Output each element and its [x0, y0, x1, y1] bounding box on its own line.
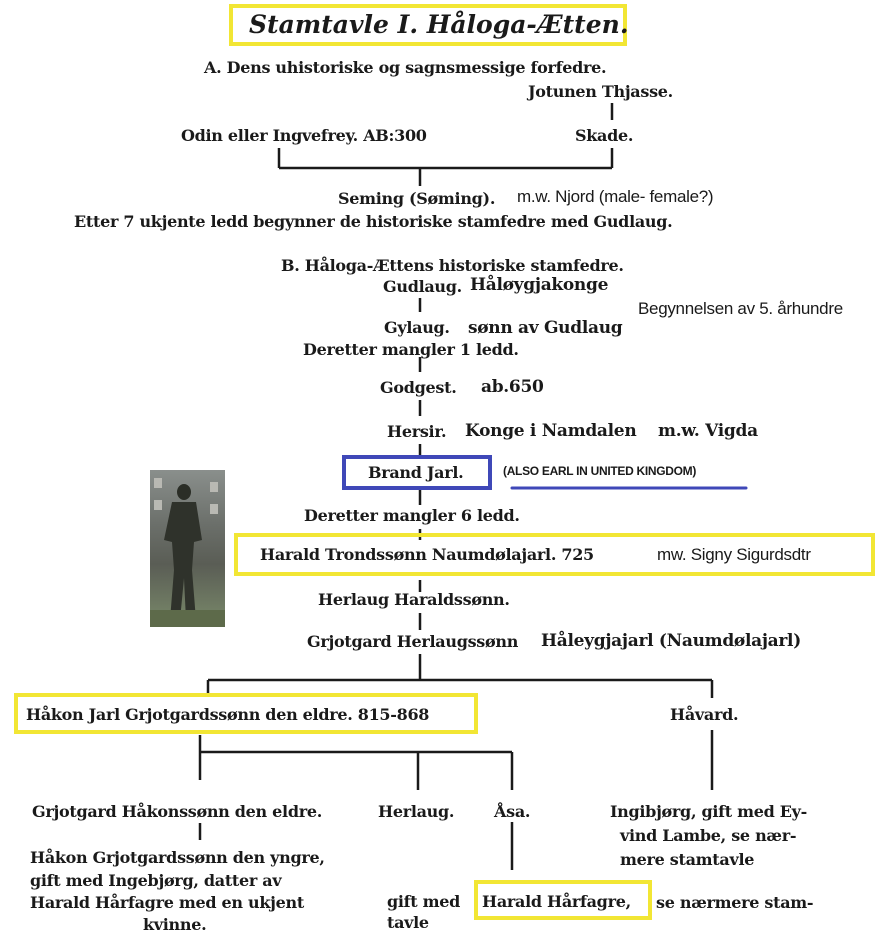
- node-herlaug: Herlaug.: [378, 802, 455, 821]
- node-seming: Seming (Søming).: [338, 189, 496, 208]
- tavle-label: tavle: [387, 913, 429, 932]
- node-harald-trondssonn: Harald Trondssønn Naumdølajarl. 725: [260, 545, 594, 564]
- section-b-heading: B. Håloga-Ættens historiske stamfedre.: [281, 256, 624, 275]
- node-asa: Åsa.: [494, 802, 531, 821]
- brand-note: (ALSO EARL IN UNITED KINGDOM): [503, 464, 697, 478]
- node-gudlaug: Gudlaug.: [383, 277, 462, 296]
- gylaug-note: sønn av Gudlaug: [468, 318, 623, 338]
- hakon-jarl-highlight-box: [14, 693, 478, 734]
- node-godgest: Godgest.: [380, 378, 457, 397]
- harald-harfagre-highlight-box: [474, 880, 652, 920]
- hakon-yngre-line-4: kvinne.: [143, 915, 207, 934]
- node-grjotgard-hakonssonn: Grjotgard Håkonssønn den eldre.: [32, 802, 322, 821]
- century-note: Begynnelsen av 5. århundre: [638, 299, 843, 318]
- page-title: Stamtavle I. Håloga-Ætten.: [249, 10, 629, 39]
- section-a-heading: A. Dens uhistoriske og sagnsmessige forf…: [204, 58, 607, 77]
- node-skade: Skade.: [575, 126, 634, 145]
- brand-jarl-highlight-box: [342, 455, 492, 490]
- statue-photo: [150, 470, 225, 627]
- ingibjorg-line-3: mere stamtavle: [620, 850, 755, 869]
- hakon-yngre-line-2: gift med Ingebjørg, datter av: [30, 871, 282, 890]
- hersir-note-king: Konge i Namdalen: [465, 421, 637, 441]
- transition-text: Etter 7 ukjente ledd begynner de histori…: [74, 212, 673, 231]
- seming-note: m.w. Njord (male- female?): [517, 187, 714, 206]
- missing-1-generation: Deretter mangler 1 ledd.: [303, 340, 519, 359]
- node-hersir: Hersir.: [387, 422, 447, 441]
- missing-6-generations: Deretter mangler 6 ledd.: [304, 506, 520, 525]
- node-harald-harfagre: Harald Hårfagre,: [482, 892, 631, 911]
- node-jotun-thjasse: Jotunen Thjasse.: [528, 82, 673, 101]
- see-family-tree-note: se nærmere stam-: [656, 893, 814, 912]
- gudlaug-note: Håløygjakonge: [470, 275, 609, 295]
- node-hakon-jarl: Håkon Jarl Grjotgardssønn den eldre. 815…: [26, 705, 430, 724]
- node-gylaug: Gylaug.: [384, 318, 450, 337]
- title-highlight-box: [229, 4, 627, 46]
- node-grjotgard-herlaugssonn: Grjotgard Herlaugssønn: [307, 632, 519, 651]
- hakon-yngre-line-3: Harald Hårfagre med en ukjent: [30, 893, 304, 912]
- hakon-yngre-line-1: Håkon Grjotgardssønn den yngre,: [30, 848, 325, 867]
- gift-med-label: gift med: [387, 892, 461, 911]
- hersir-note-spouse: m.w. Vigda: [658, 421, 758, 441]
- node-odin: Odin eller Ingvefrey. AB:300: [181, 126, 427, 145]
- node-brand-jarl: Brand Jarl.: [368, 463, 464, 482]
- node-herlaug-haraldssonn: Herlaug Haraldssønn.: [318, 590, 510, 609]
- node-havard: Håvard.: [670, 705, 739, 724]
- harald-trondssonn-spouse: mw. Signy Sigurdsdtr: [657, 545, 811, 564]
- ingibjorg-line-1: Ingibjørg, gift med Ey-: [610, 802, 807, 821]
- godgest-note: ab.650: [481, 377, 544, 397]
- grjotgard-title: Håleygjajarl (Naumdølajarl): [541, 631, 801, 651]
- ingibjorg-line-2: vind Lambe, se nær-: [620, 826, 797, 845]
- harald-trondssonn-highlight-box: [234, 533, 875, 576]
